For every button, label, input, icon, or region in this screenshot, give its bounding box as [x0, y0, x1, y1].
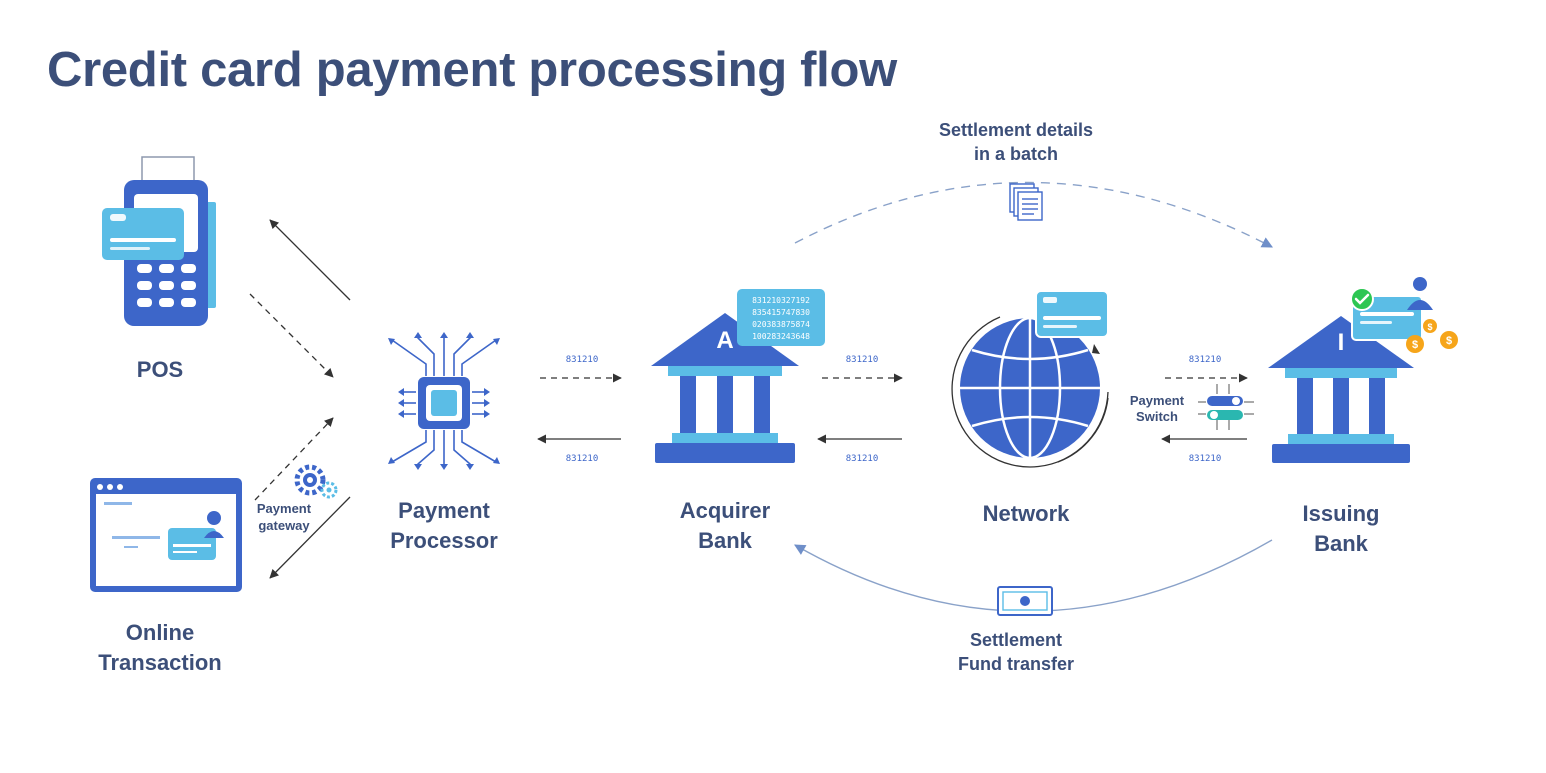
- switch-label-line1: Payment: [1130, 393, 1185, 408]
- cpu-chip-body: [418, 377, 470, 429]
- check-badge-icon: [1350, 287, 1374, 311]
- issuer-bank-building-icon: [1268, 316, 1414, 463]
- cpu-chip-arrowheads: [388, 332, 500, 470]
- settlement-fund-line1: Settlement: [970, 630, 1062, 650]
- cpu-chip-icon: [391, 336, 497, 466]
- code-acquirer-to-processor: 831210: [566, 454, 599, 464]
- switch-label-line2: Switch: [1136, 409, 1178, 424]
- pos-processor-arrows: [249, 219, 351, 579]
- pos-terminal-icon: [102, 156, 216, 326]
- processor-label-line1: Payment: [398, 498, 490, 523]
- svg-text:$: $: [1446, 335, 1452, 347]
- acquirer-bits-2: 835415747830: [752, 308, 810, 317]
- acquirer-bits-4: 100283243648: [752, 332, 810, 341]
- acquirer-label-line1: Acquirer: [680, 498, 771, 523]
- gateway-label-line2: gateway: [258, 518, 310, 533]
- online-label-line2: Transaction: [98, 650, 221, 675]
- settlement-details-arc: [794, 181, 1273, 248]
- user-icon: [1407, 277, 1433, 310]
- gateway-label-line1: Payment: [257, 501, 312, 516]
- credit-card-icon: 831210327192 835415747830 020383875874 1…: [737, 289, 825, 346]
- settlement-details-line1: Settlement details: [939, 120, 1093, 140]
- browser-window-icon: [90, 478, 242, 592]
- code-processor-to-acquirer: 831210: [566, 355, 599, 365]
- coin-icon: $ $ $: [1406, 319, 1458, 353]
- bank-building-icon: [651, 313, 799, 463]
- acquirer-label-line2: Bank: [698, 528, 753, 553]
- svg-text:$: $: [1412, 339, 1418, 351]
- globe-icon: [951, 316, 1109, 468]
- code-issuer-to-network: 831210: [1189, 454, 1222, 464]
- settlement-details-line2: in a batch: [974, 144, 1058, 164]
- issuer-label-line2: Bank: [1314, 531, 1369, 556]
- toggle-switch-icon: [1198, 384, 1254, 430]
- acquirer-bits-3: 020383875874: [752, 320, 810, 329]
- code-network-to-acquirer: 831210: [846, 454, 879, 464]
- issuer-letter: I: [1338, 329, 1345, 356]
- acquirer-bits-1: 831210327192: [752, 296, 810, 305]
- svg-text:$: $: [1427, 322, 1432, 332]
- pos-label: POS: [137, 357, 183, 382]
- page-title: Credit card payment processing flow: [47, 43, 897, 97]
- network-label: Network: [983, 501, 1071, 526]
- settlement-fund-line2: Fund transfer: [958, 654, 1074, 674]
- gears-icon: [294, 464, 338, 499]
- code-network-to-issuer: 831210: [1189, 355, 1222, 365]
- network-card-icon: [1035, 290, 1109, 338]
- online-label-line1: Online: [126, 620, 194, 645]
- processor-label-line2: Processor: [390, 528, 498, 553]
- banknote-icon: [997, 586, 1053, 616]
- acquirer-letter: A: [716, 327, 733, 354]
- document-stack-icon: [1009, 183, 1043, 221]
- code-acquirer-to-network: 831210: [846, 355, 879, 365]
- issuer-label-line1: Issuing: [1302, 501, 1379, 526]
